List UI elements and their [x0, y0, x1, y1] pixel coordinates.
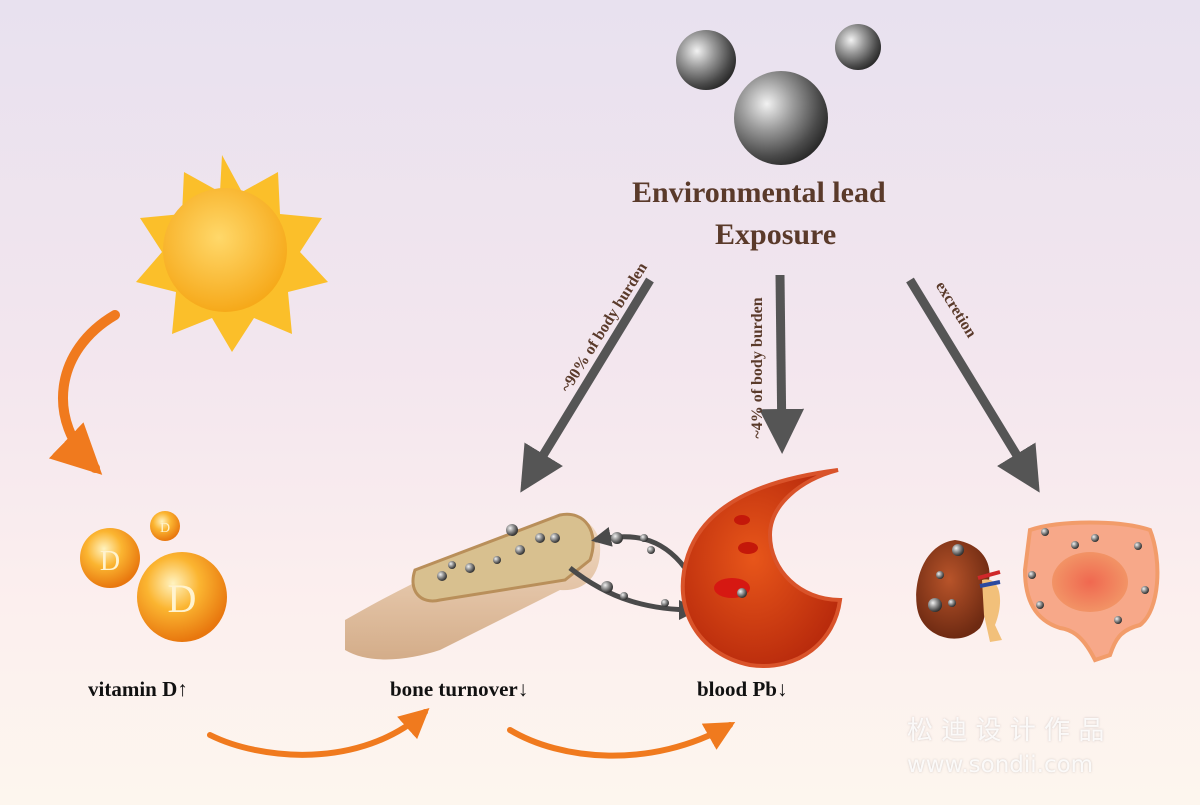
blood-to-bone-arrow [591, 527, 687, 570]
arrow-to-excretion [906, 277, 1040, 493]
title-line-1: Environmental lead [632, 176, 886, 209]
exchange-lead-particles [601, 532, 669, 607]
sun-to-vitamin-d-arrow [48, 310, 120, 475]
vitamin-d-letter-medium: D [100, 546, 120, 577]
kidney-icon [916, 540, 1002, 642]
vitamin-d-label: vitamin D↑ [88, 677, 188, 701]
vitamin-d-to-bone-arrow [207, 708, 430, 758]
bone-turnover-label: bone turnover↓ [390, 677, 529, 701]
vitamin-d-letter-large: D [168, 576, 197, 621]
blood-pb-label: blood Pb↓ [697, 677, 788, 701]
title-line-2: Exposure [715, 218, 837, 251]
bone-to-blood-arrow [568, 566, 699, 620]
bone-path-label: ~90% of body burden [557, 260, 651, 396]
sun-icon [136, 155, 328, 352]
vitamin-d-icon: D D D [80, 511, 227, 642]
arrow-to-blood [759, 274, 805, 454]
bone-icon [345, 512, 601, 660]
vitamin-d-letter-small: D [160, 521, 170, 536]
blood-vessel-icon [680, 468, 843, 668]
bone-to-blood-pb-arrow [507, 722, 736, 759]
intestine-icon [1022, 520, 1160, 663]
watermark-url: www.sondii.com [907, 752, 1094, 778]
arrow-to-bone [520, 277, 654, 493]
blood-path-label: ~4% of body burden [749, 297, 766, 438]
lead-particles-icon [676, 24, 881, 165]
watermark-chinese: 松 迪 设 计 作 品 [907, 716, 1105, 746]
